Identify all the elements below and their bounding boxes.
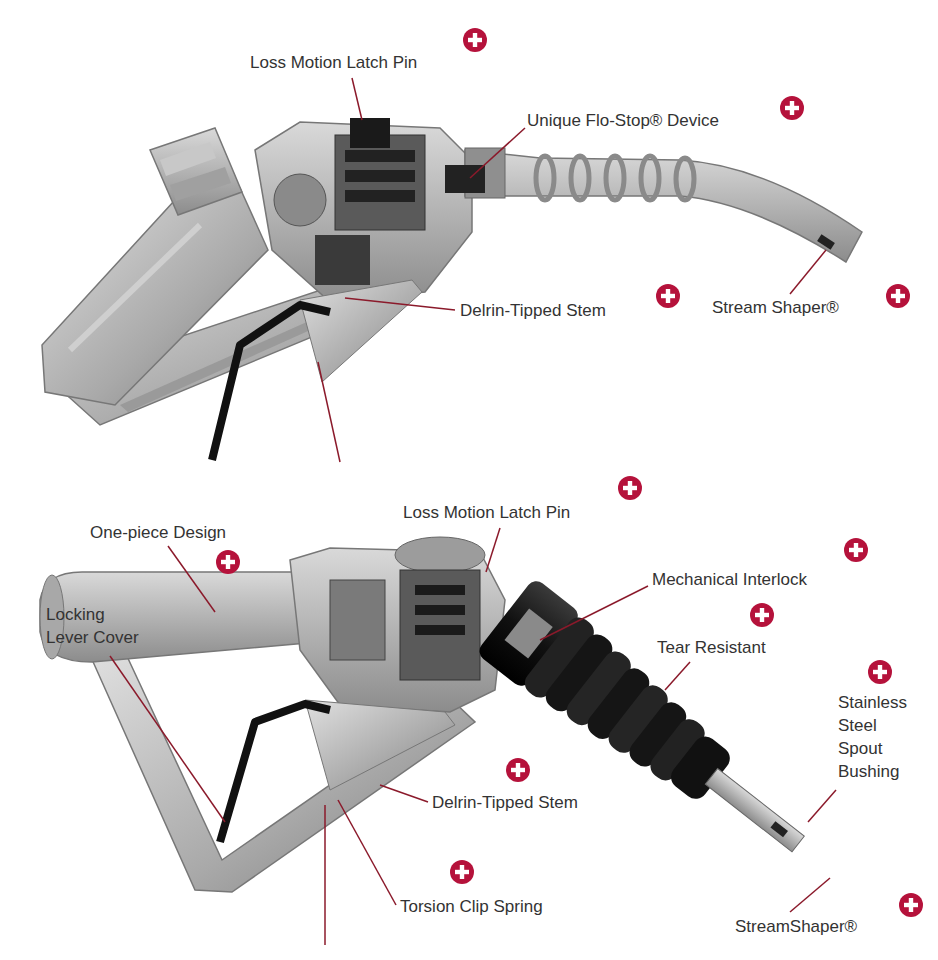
part-label: StreamShaper® xyxy=(735,916,857,939)
part-label: Stream Shaper® xyxy=(712,297,839,320)
part-label: Locking Lever Cover xyxy=(46,604,146,650)
part-label: One-piece Design xyxy=(90,522,226,545)
part-label: Delrin-Tipped Stem xyxy=(432,792,578,815)
bottom-nozzle xyxy=(40,537,828,892)
part-label: Loss Motion Latch Pin xyxy=(403,502,570,525)
leader-lines xyxy=(110,78,836,945)
top-nozzle xyxy=(42,118,862,460)
part-label: Mechanical Interlock xyxy=(652,569,807,592)
part-label: Stainless Steel Spout Bushing xyxy=(838,692,920,784)
plus-icons xyxy=(216,28,923,917)
part-label: Delrin-Tipped Stem xyxy=(460,300,606,323)
part-label: Tear Resistant xyxy=(657,637,766,660)
part-label: Unique Flo-Stop® Device xyxy=(527,110,719,133)
part-label: Torsion Clip Spring xyxy=(400,896,543,919)
part-label: Loss Motion Latch Pin xyxy=(250,52,417,75)
